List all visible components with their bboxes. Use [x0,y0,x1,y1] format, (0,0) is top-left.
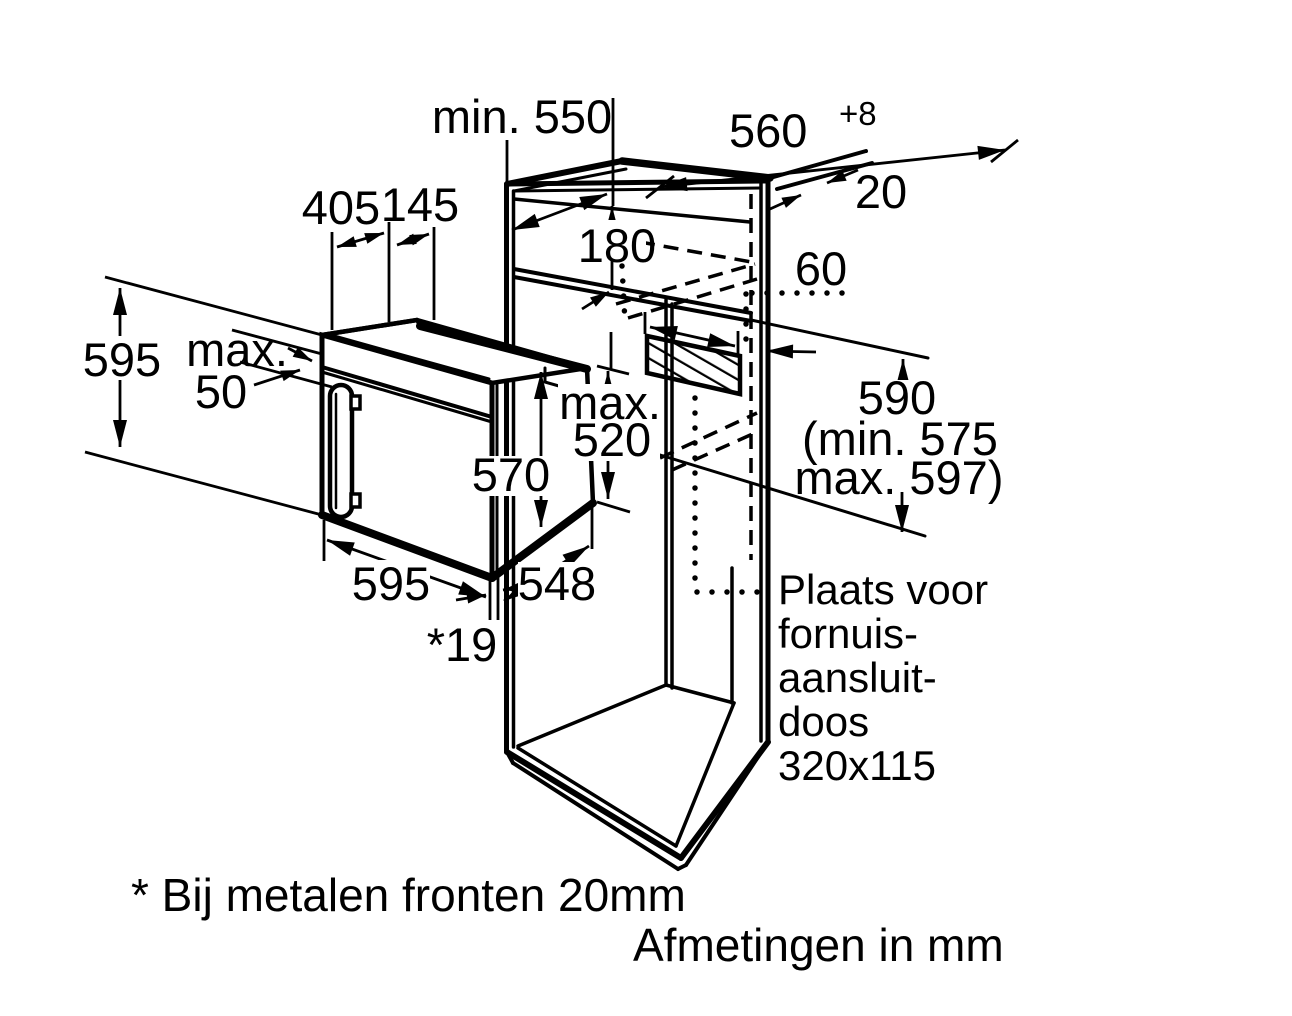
connection-box-line2: fornuis- [778,610,918,657]
connection-box-line1: Plaats voor [778,566,988,613]
dim-top-compartment-label: 180 [578,219,656,272]
connection-box-line3: aansluit- [778,654,937,701]
handle-bracket-top [349,394,362,411]
dim-wall-thickness-label: 20 [855,165,907,218]
dim-niche-height-label: 590 [858,371,936,424]
dim-niche-depth-label: min. 550 [432,90,612,143]
dim-connection-max-label: max. [559,376,661,429]
dimension-labels: min. 550 560 +8 20 405 145 180 60 595 ma… [83,90,1004,671]
control-panel-edge [320,365,494,419]
connection-box-line5: 320x115 [778,742,936,789]
oven [318,317,597,582]
handle-bracket-bottom [349,492,362,509]
connection-box-line4: doos [778,698,869,745]
dim-niche-height-max-label: max. 597) [795,451,1004,504]
dim-connection-max-value: 520 [573,413,651,466]
door-handle [327,382,355,520]
connection-box-annotation: Plaats voor fornuis- aansluit- doos 320x… [778,566,988,789]
dimension-lines [84,98,1019,620]
notes: * Bij metalen fronten 20mm Afmetingen in… [131,869,1004,971]
dim-oven-top-front-label: 145 [381,178,459,231]
dim-handle-max-label: max. [186,323,288,376]
oven-top-rear-edge [416,322,591,373]
dim-handle-max-value: 50 [195,365,247,418]
dim-body-depth-label: 548 [518,557,596,610]
dim-body-height-label: 570 [472,448,550,501]
shelf-front-edge [512,267,753,315]
dim-niche-width-label: 560 [729,104,807,157]
dim-oven-height-label: 595 [83,333,161,386]
dim-niche-width-tolerance-label: +8 [839,95,877,132]
dim-cable-offset-label: 60 [795,242,847,295]
dim-front-overlay-gap-label: *19 [427,618,498,671]
label-backgrounds [84,220,929,604]
dim-niche-height-min-label: (min. 575 [802,412,998,465]
units-note: Afmetingen in mm [633,919,1004,971]
dim-oven-width-label: 595 [352,557,430,610]
dim-oven-top-rear-label: 405 [302,181,380,234]
footnote-metal-fronts: * Bij metalen fronten 20mm [131,869,686,921]
cabinet-column [504,149,930,871]
connection-area-hatched [644,333,743,397]
